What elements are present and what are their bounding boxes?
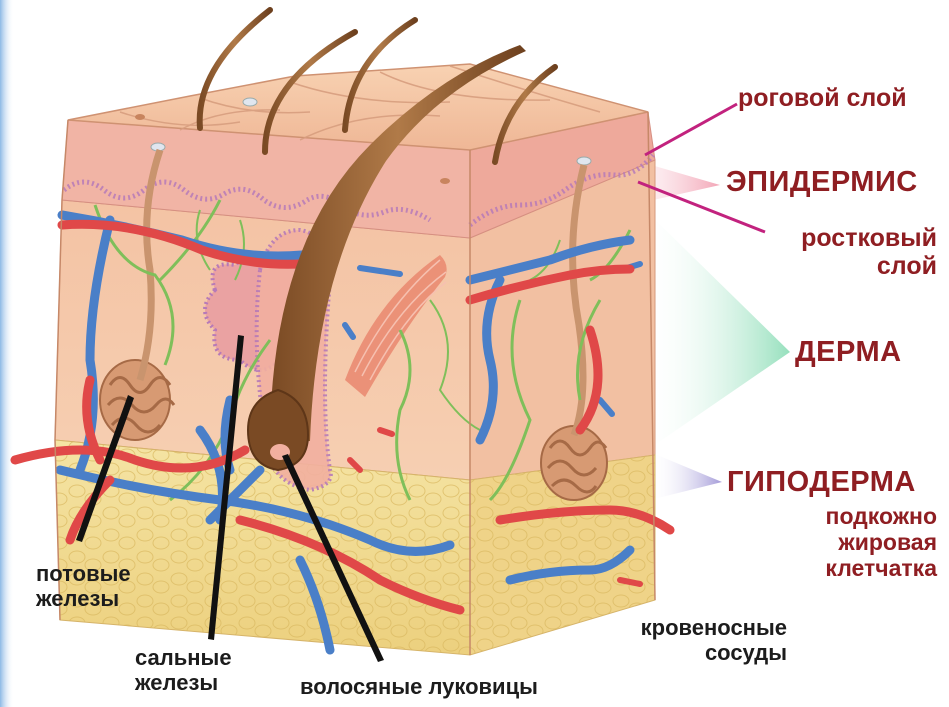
hypodermis-indicator — [650, 452, 722, 500]
pore-dot — [135, 114, 145, 120]
label-blood-vessels-line1: кровеносные — [641, 616, 787, 641]
label-subcutaneous-line3: клетчатка — [825, 556, 937, 582]
pore — [243, 98, 257, 106]
label-sweat-glands-line2: железы — [36, 587, 131, 612]
label-sebaceous-glands-line1: сальные — [135, 646, 232, 671]
label-sebaceous-glands-line2: железы — [135, 671, 232, 696]
label-sebaceous-glands: сальные железы — [135, 646, 232, 695]
label-hypodermis: ГИПОДЕРМА — [727, 466, 916, 498]
label-subcutaneous-line2: жировая — [825, 530, 937, 556]
pore-dot — [440, 178, 450, 184]
label-subcutaneous-line1: подкожно — [825, 504, 937, 530]
label-subcutaneous-fat: подкожно жировая клетчатка — [825, 504, 937, 581]
label-hair-bulbs: волосяные луковицы — [300, 675, 538, 700]
label-germinal-layer-line1: ростковый — [801, 224, 937, 252]
skin-block — [15, 10, 670, 655]
label-epidermis: ЭПИДЕРМИС — [726, 166, 918, 198]
dermis-indicator — [640, 205, 790, 455]
label-blood-vessels: кровеносные сосуды — [641, 616, 787, 665]
label-sweat-glands: потовые железы — [36, 562, 131, 611]
label-germinal-layer-line2: слой — [801, 252, 937, 280]
label-dermis: ДЕРМА — [795, 336, 902, 368]
pointer-stratum-corneum — [645, 104, 737, 155]
label-stratum-corneum: роговой слой — [738, 84, 907, 112]
label-sweat-glands-line1: потовые — [36, 562, 131, 587]
label-blood-vessels-line2: сосуды — [641, 641, 787, 666]
sweat-gland-right — [541, 426, 607, 500]
label-germinal-layer: ростковый слой — [801, 224, 937, 280]
pore — [577, 157, 591, 165]
left-edge-decoration — [0, 0, 14, 707]
